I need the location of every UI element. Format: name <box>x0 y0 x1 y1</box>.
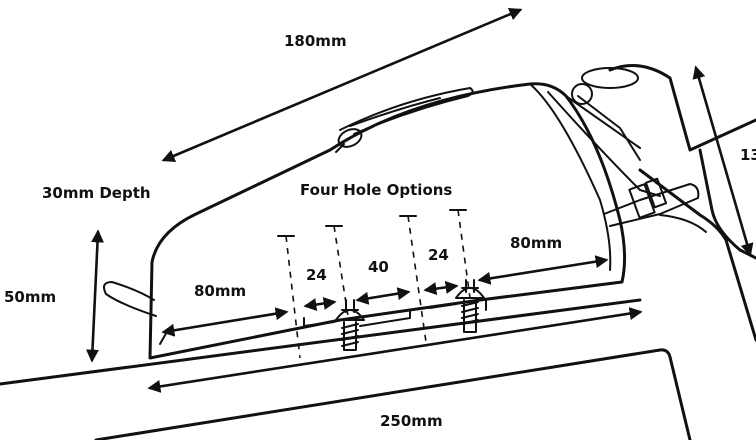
hole-guides <box>277 209 471 359</box>
label-side-height: 13 <box>740 146 756 164</box>
label-four-hole-options: Four Hole Options <box>300 181 452 199</box>
dim-50mm <box>85 229 105 363</box>
dim-spacing-middle <box>355 287 411 327</box>
dim-side-height <box>692 65 754 257</box>
label-spacing-24-right: 24 <box>428 246 449 264</box>
label-spacing-24-left: 24 <box>306 266 327 284</box>
label-250mm: 250mm <box>380 412 443 430</box>
screw-left <box>335 299 365 351</box>
dim-rear-80mm <box>159 307 289 345</box>
label-rear-80mm: 80mm <box>194 282 246 300</box>
dim-180mm <box>161 8 523 162</box>
label-30mm-depth: 30mm Depth <box>42 184 151 202</box>
head-tube <box>571 64 756 342</box>
label-spacing-40: 40 <box>368 258 389 276</box>
label-180mm: 180mm <box>284 32 347 50</box>
dim-spacing-left <box>303 297 337 327</box>
label-front-80mm: 80mm <box>510 234 562 252</box>
dim-spacing-right <box>423 280 487 311</box>
dim-250mm <box>147 307 643 393</box>
label-50mm: 50mm <box>4 288 56 306</box>
dim-front-80mm <box>477 255 609 285</box>
